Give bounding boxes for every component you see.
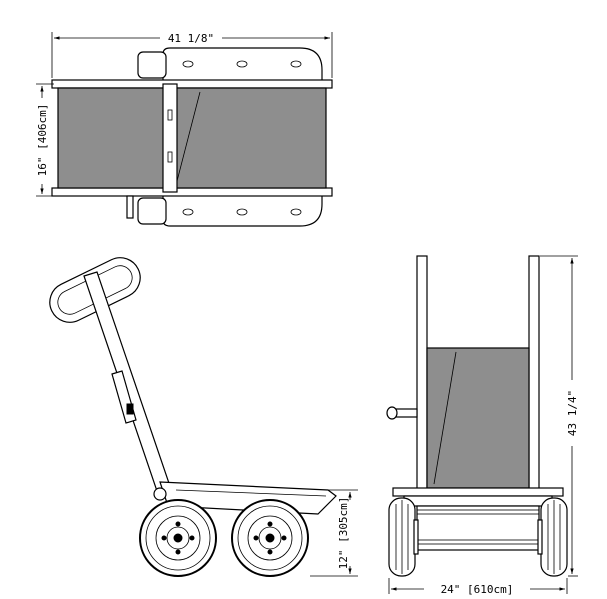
bolt-hole (290, 60, 302, 68)
side-wheel-left (139, 499, 217, 577)
front-width-label: 24" [610cm] (441, 583, 514, 596)
bolt-hole (182, 60, 194, 68)
top-axle-plate-lower (162, 193, 323, 227)
slot (167, 151, 173, 163)
front-panel (426, 347, 530, 489)
side-handle-shaft (83, 271, 173, 498)
front-base-lower (403, 495, 553, 507)
top-height-label: 16" [406cm] (36, 104, 49, 177)
top-wheel-upper-left (137, 51, 167, 79)
axle-line (416, 509, 540, 515)
base-line (175, 489, 327, 497)
front-axle-housing (416, 505, 540, 551)
top-frame-rail-lower (51, 187, 333, 197)
side-view: 12" [305cm] (49, 257, 358, 577)
front-height-label: 43 1/4" (566, 390, 579, 436)
front-wheel-left (388, 497, 419, 577)
front-wheel-right (537, 497, 568, 577)
top-wheel-lower-left (137, 197, 167, 225)
front-knob (386, 406, 398, 420)
top-handle-bar (162, 83, 178, 193)
top-kickstand (126, 195, 134, 219)
top-deck-panel (57, 87, 327, 189)
top-width-label: 41 1/8" (168, 32, 214, 45)
top-axle-plate-upper (162, 47, 323, 83)
reflection-line (175, 91, 201, 186)
front-knob-shaft (394, 408, 418, 418)
slot (167, 109, 173, 121)
side-height-label: 12" [305cm] (337, 497, 350, 570)
side-pivot (153, 487, 167, 501)
reflection-line (433, 351, 457, 485)
bracket-clip (126, 403, 134, 415)
front-view: 43 1/4" 24" [610cm] (386, 255, 579, 596)
side-wheel-right (231, 499, 309, 577)
bolt-hole (290, 208, 302, 216)
front-upright-right (528, 255, 540, 493)
bolt-hole (236, 208, 248, 216)
front-base-plate (392, 487, 564, 497)
top-view: 41 1/8" 16" [406cm] (36, 32, 333, 227)
front-upright-left (416, 255, 428, 493)
bolt-hole (182, 208, 194, 216)
bolt-hole (236, 60, 248, 68)
top-frame-rail-upper (51, 79, 333, 89)
